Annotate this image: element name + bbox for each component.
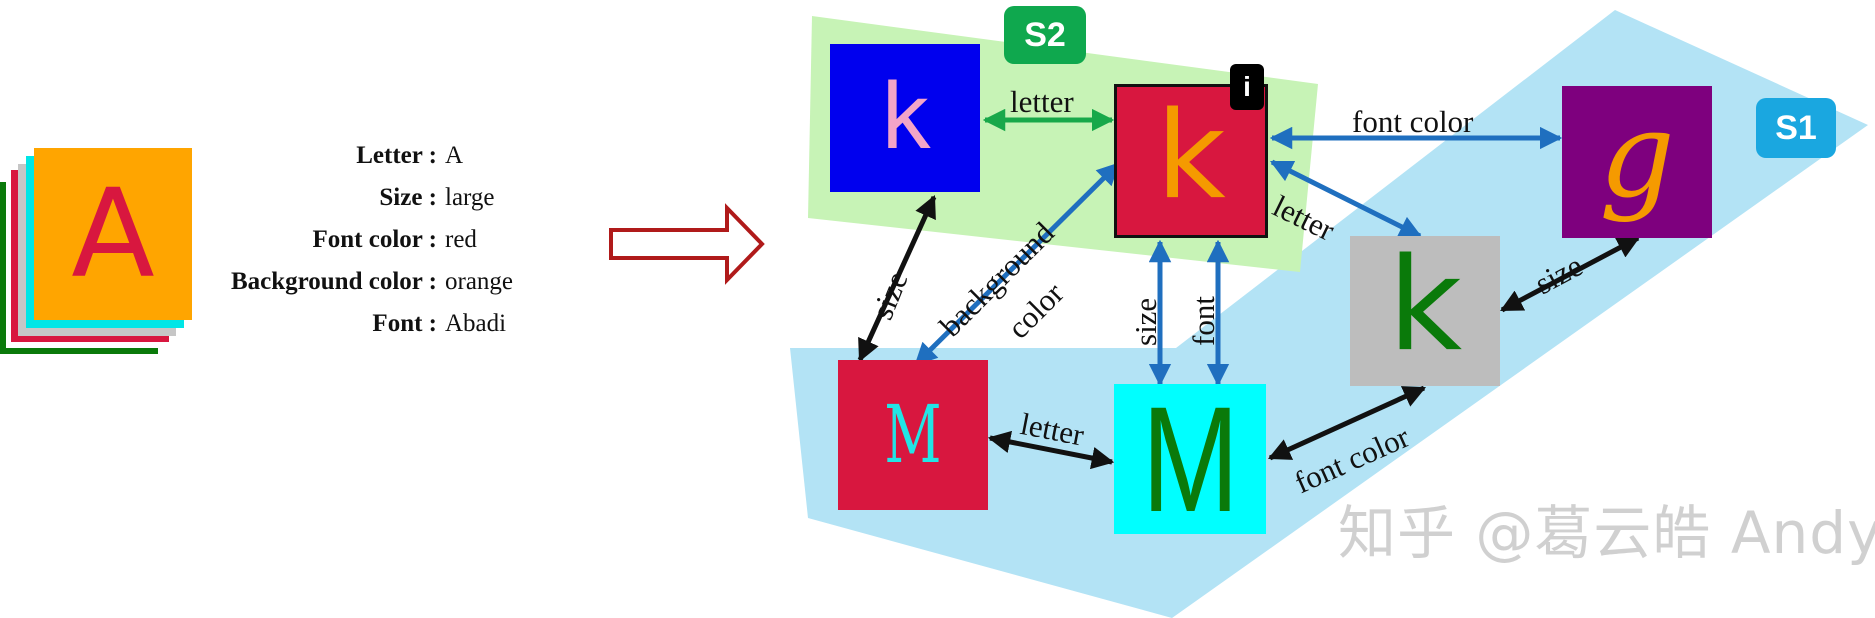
attribute-row: Size : large bbox=[150, 177, 550, 219]
edge-label-font-color-top: font color bbox=[1352, 104, 1474, 139]
node-top-left: k bbox=[830, 44, 980, 192]
node-cyan-m: M bbox=[1114, 384, 1266, 534]
node-glyph: k bbox=[1387, 231, 1463, 380]
instance-badge: i bbox=[1230, 64, 1264, 110]
attribute-row: Letter : A bbox=[150, 135, 550, 177]
instance-label: i bbox=[1243, 71, 1251, 102]
edge-letter-bottom bbox=[987, 430, 1115, 470]
attribute-key: Size : bbox=[379, 184, 437, 211]
attribute-list: Letter : A Size : large Font color : red… bbox=[150, 135, 550, 345]
attribute-value: A bbox=[445, 142, 464, 169]
attribute-key: Letter : bbox=[356, 142, 437, 169]
attribute-value: orange bbox=[445, 268, 514, 295]
attribute-key: Background color : bbox=[230, 268, 437, 295]
s2-badge: S2 bbox=[1004, 6, 1086, 64]
edge-background-color bbox=[914, 162, 1120, 366]
node-glyph: k bbox=[1156, 87, 1226, 226]
edge-label-letter-top: letter bbox=[1010, 84, 1074, 119]
edge-letter-diag bbox=[1269, 159, 1423, 239]
watermark: 知乎 @葛云皓 Andy bbox=[1338, 499, 1875, 567]
edge-label-font-mid: font bbox=[1186, 296, 1221, 346]
node-gray: k bbox=[1350, 236, 1500, 386]
edge-label-size-mid: size bbox=[1128, 297, 1163, 346]
attribute-row: Font color : red bbox=[150, 219, 550, 261]
s1-label: S1 bbox=[1775, 108, 1817, 147]
attribute-value: Abadi bbox=[445, 310, 507, 337]
node-red-m: M bbox=[838, 360, 988, 510]
attribute-key: Font color : bbox=[312, 226, 437, 253]
attribute-key: Font : bbox=[372, 310, 437, 337]
node-glyph: k bbox=[877, 65, 933, 170]
node-glyph: M bbox=[884, 388, 942, 481]
transform-arrow bbox=[609, 203, 765, 285]
s1-badge: S1 bbox=[1756, 98, 1836, 158]
edge-size-right bbox=[1500, 235, 1640, 313]
attribute-value: red bbox=[445, 226, 477, 253]
node-purple: g bbox=[1562, 86, 1712, 238]
attribute-row: Font : Abadi bbox=[150, 303, 550, 345]
node-glyph: g bbox=[1599, 86, 1675, 224]
s2-label: S2 bbox=[1024, 15, 1066, 54]
node-glyph: M bbox=[1141, 375, 1239, 543]
attribute-row: Background color : orange bbox=[150, 261, 550, 303]
attribute-value: large bbox=[445, 184, 495, 211]
edge-font-color-bottom bbox=[1267, 385, 1427, 461]
sample-letter-card: A bbox=[34, 148, 192, 320]
sample-letter: A bbox=[71, 163, 155, 305]
